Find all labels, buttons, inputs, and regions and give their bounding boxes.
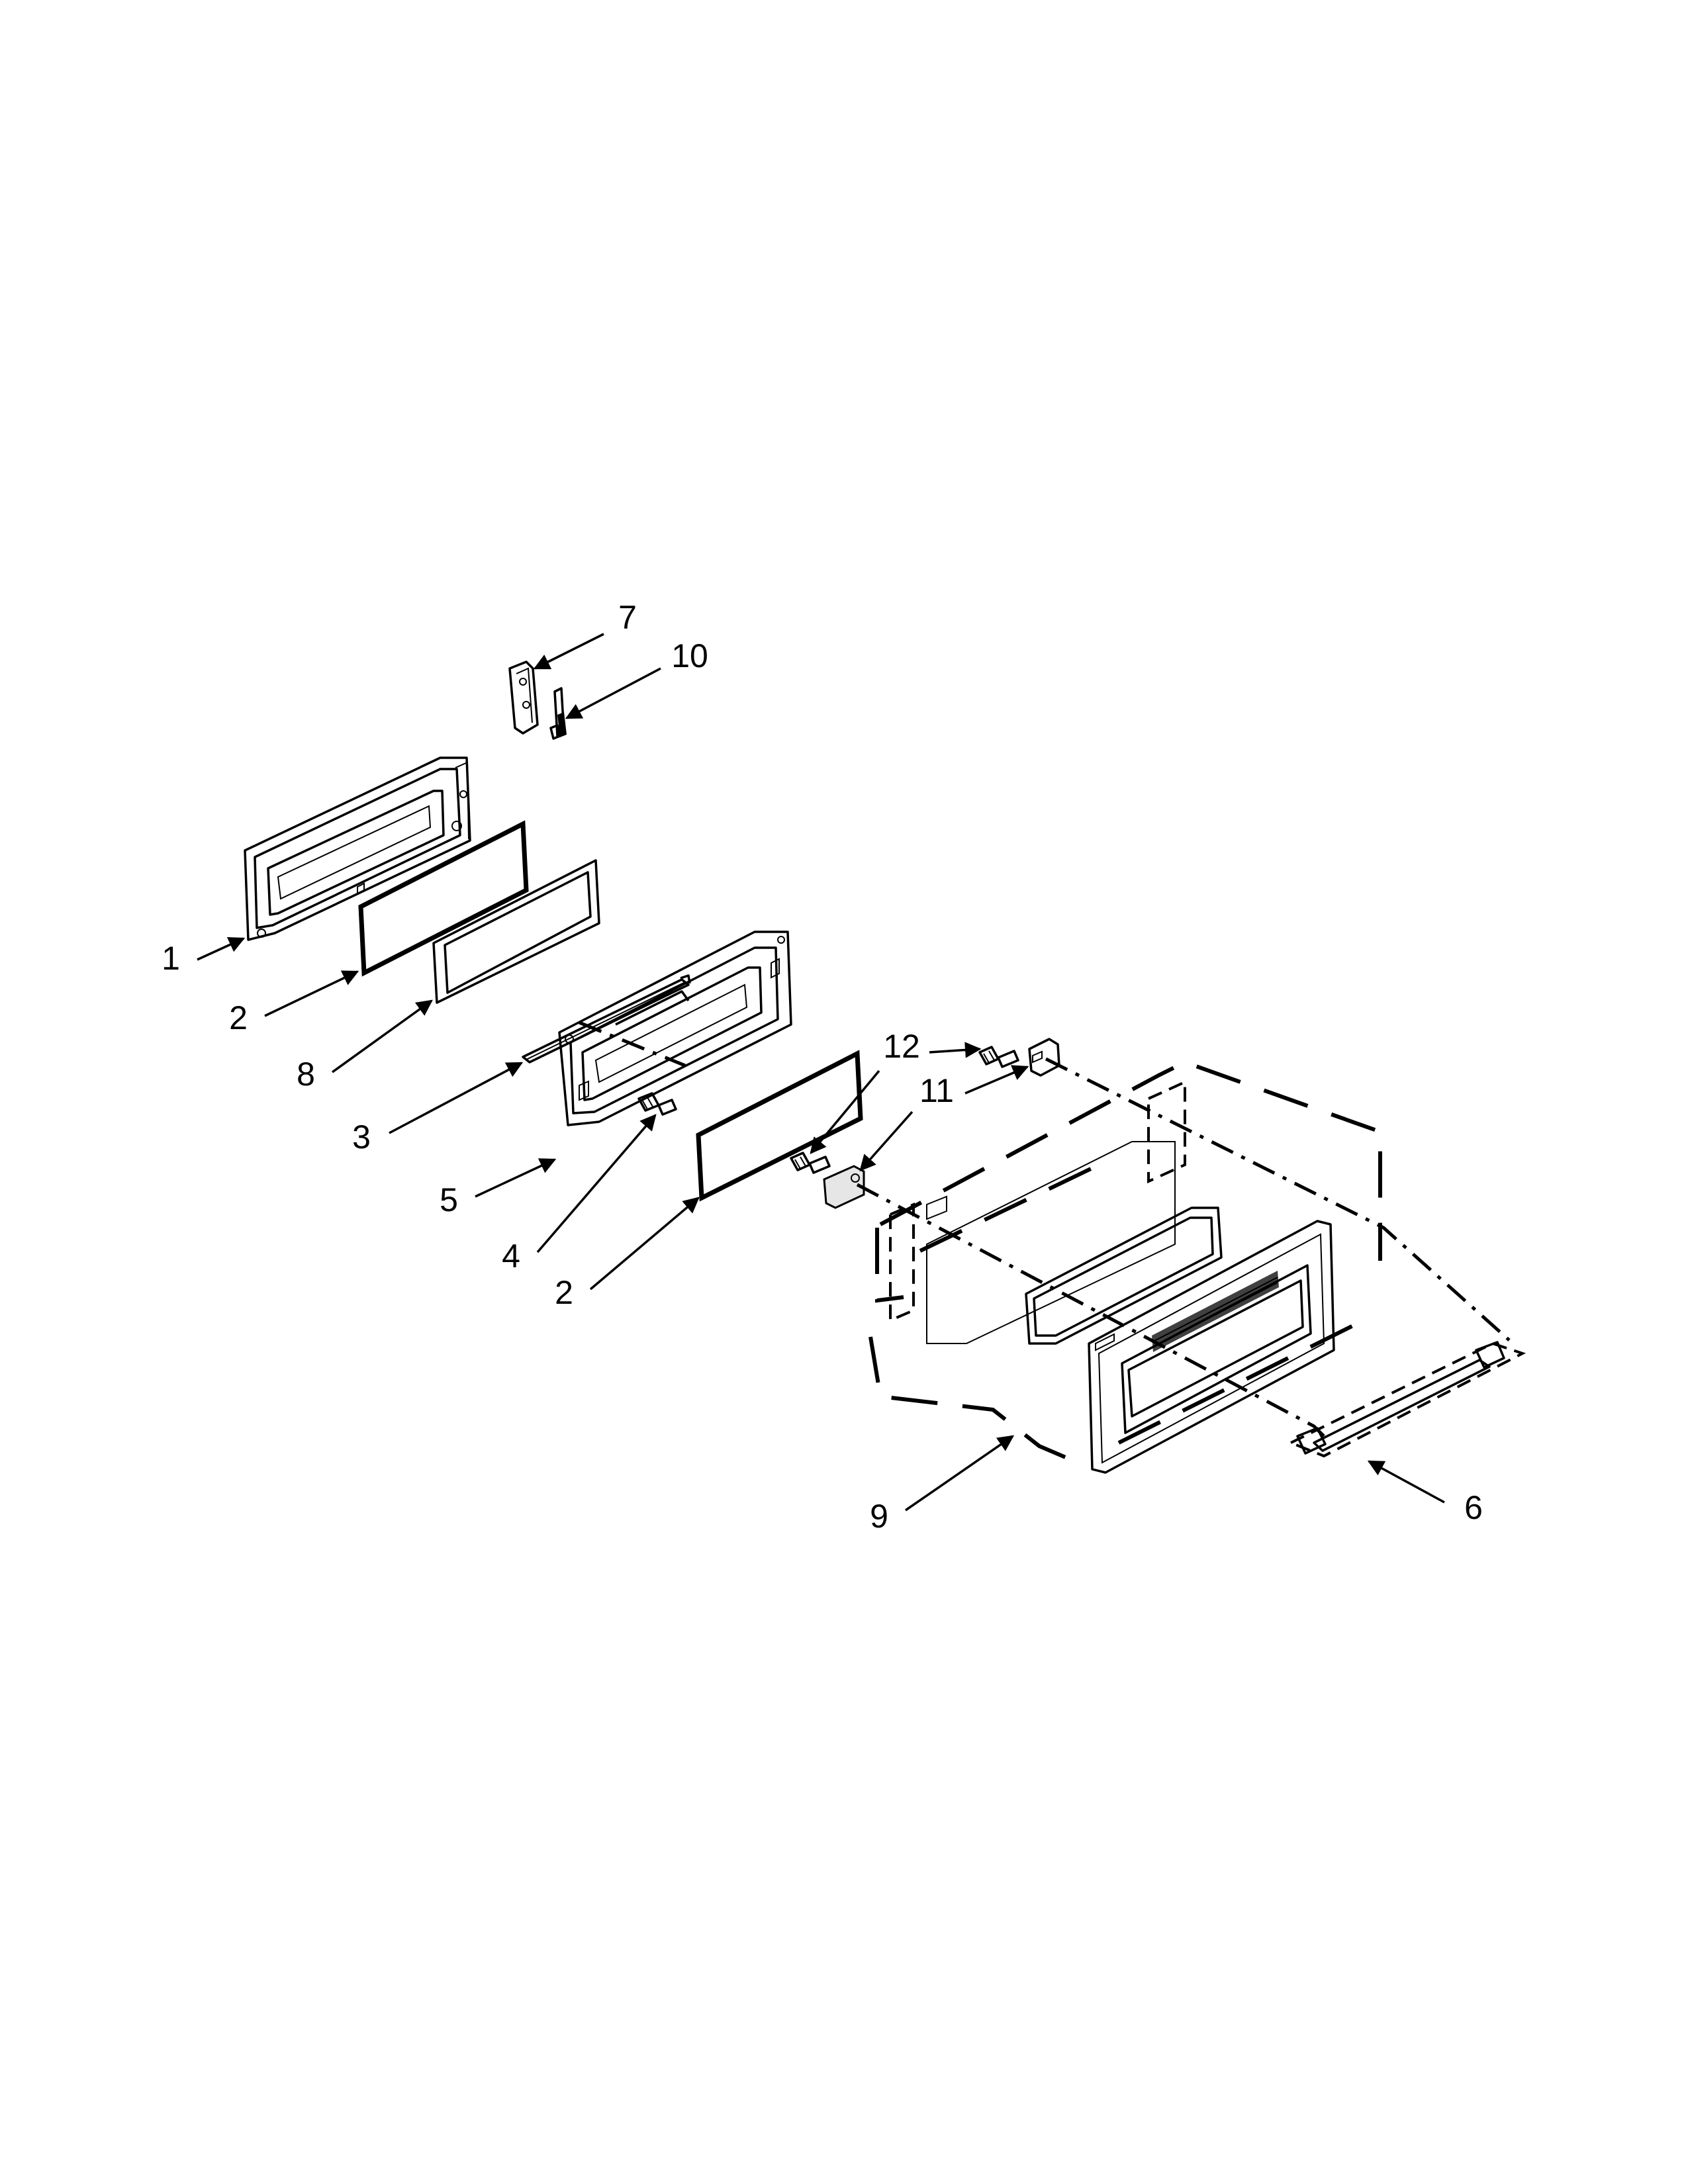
part-12-screw-upper	[978, 1046, 1019, 1068]
part-2-glass-panel-rear	[358, 820, 529, 977]
callout-4: 4	[502, 1114, 657, 1275]
assembly-lines	[579, 1021, 1511, 1437]
svg-text:2: 2	[229, 999, 248, 1036]
part-6-handle	[1288, 1341, 1526, 1458]
callout-12: 12	[810, 1028, 982, 1154]
svg-text:1: 1	[162, 940, 180, 977]
callout-6: 6	[1367, 1460, 1483, 1526]
callouts: 1 2 8 3 5 4 2 7	[162, 599, 1483, 1535]
svg-text:3: 3	[352, 1118, 371, 1156]
callout-5: 5	[440, 1158, 557, 1218]
callout-10: 10	[565, 637, 708, 719]
part-9-drawer-front-assembly	[868, 1060, 1382, 1474]
svg-text:11: 11	[919, 1072, 954, 1109]
svg-text:9: 9	[870, 1498, 888, 1535]
callout-1: 1	[162, 937, 246, 977]
part-4-screw	[637, 1092, 677, 1116]
svg-text:4: 4	[502, 1238, 520, 1275]
callout-8: 8	[297, 999, 433, 1093]
callout-7: 7	[533, 599, 637, 670]
part-11-bracket-upper	[1028, 1038, 1060, 1077]
part-10-hinge-latch	[549, 687, 567, 740]
svg-text:7: 7	[618, 599, 637, 636]
part-5-outer-door-frame	[558, 931, 792, 1126]
callout-11: 11	[859, 1065, 1029, 1171]
callout-2-rear-glass: 2	[229, 970, 359, 1036]
part-12-screw-lower	[790, 1152, 831, 1174]
svg-text:12: 12	[883, 1028, 920, 1065]
callout-2-front-glass: 2	[555, 1197, 700, 1311]
part-8-glass-gasket	[432, 859, 600, 1004]
part-2-glass-panel-front	[696, 1050, 863, 1202]
part-7-hinge-bracket	[508, 660, 539, 735]
svg-text:10: 10	[671, 637, 708, 674]
svg-text:8: 8	[297, 1056, 315, 1093]
callout-9: 9	[870, 1435, 1015, 1535]
svg-text:6: 6	[1464, 1489, 1483, 1526]
svg-text:2: 2	[555, 1274, 573, 1311]
callout-3: 3	[352, 1062, 524, 1156]
part-11-bracket-lower	[823, 1165, 865, 1209]
part-1-inner-door-frame	[244, 756, 471, 941]
svg-text:5: 5	[440, 1181, 458, 1218]
